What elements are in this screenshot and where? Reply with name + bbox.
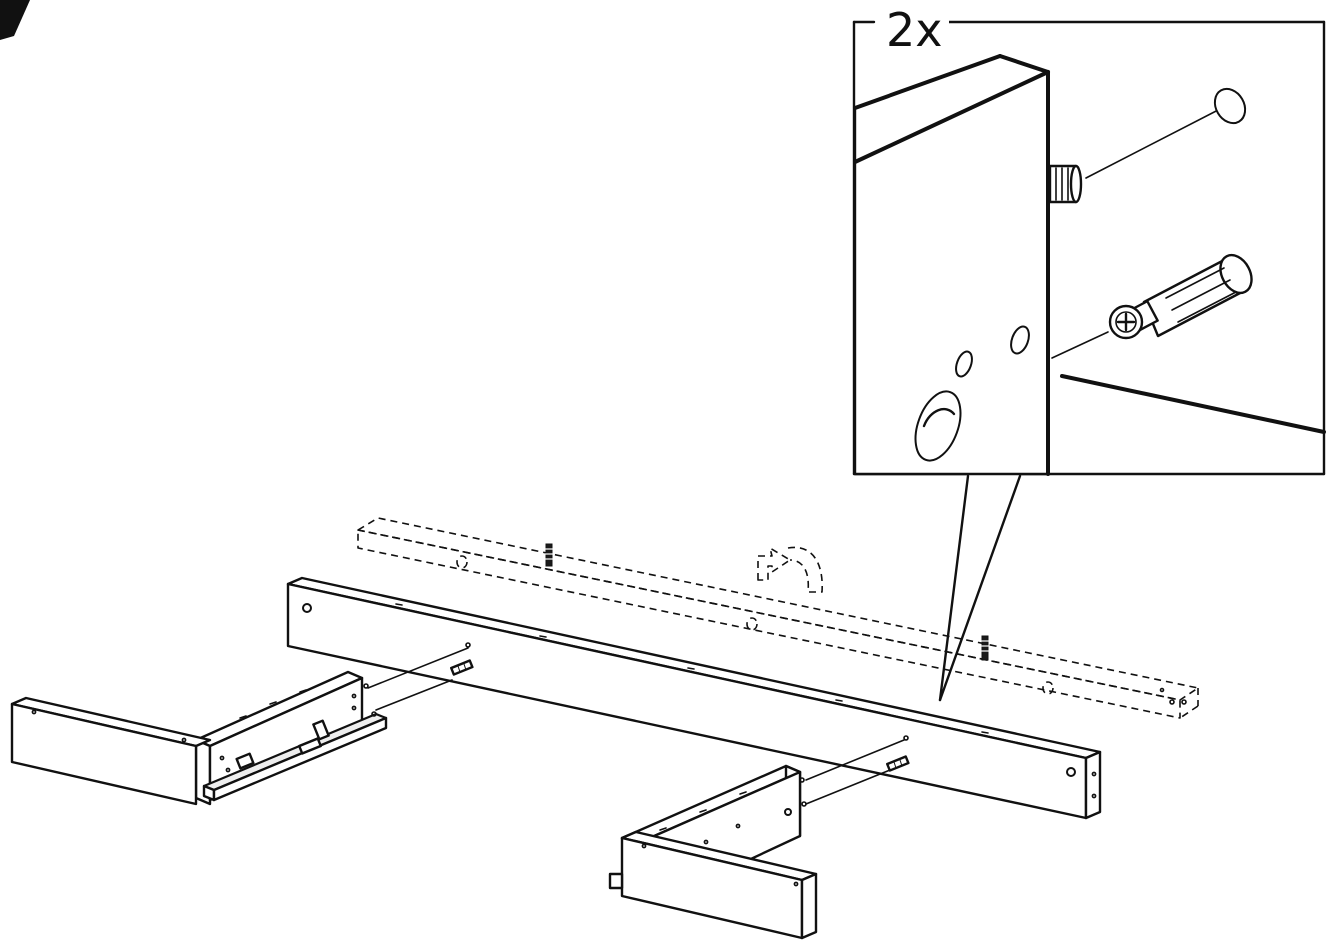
callout-pointer xyxy=(938,474,1022,702)
left-end-piece xyxy=(10,670,388,806)
right-end-piece xyxy=(608,764,818,940)
ghost-rail-outline xyxy=(357,517,1199,719)
quantity-label: 2x xyxy=(880,2,949,58)
ghost-dowel-left xyxy=(545,543,553,567)
main-rail xyxy=(286,576,1102,820)
cam-dowel xyxy=(1108,253,1253,340)
ghost-dowel-right xyxy=(981,635,989,661)
step-number-fragment xyxy=(0,0,30,40)
dowel-left xyxy=(367,642,474,711)
detail-callout-box xyxy=(852,20,1326,478)
rotate-arrow-icon xyxy=(757,546,823,593)
dowel-right xyxy=(805,735,910,805)
